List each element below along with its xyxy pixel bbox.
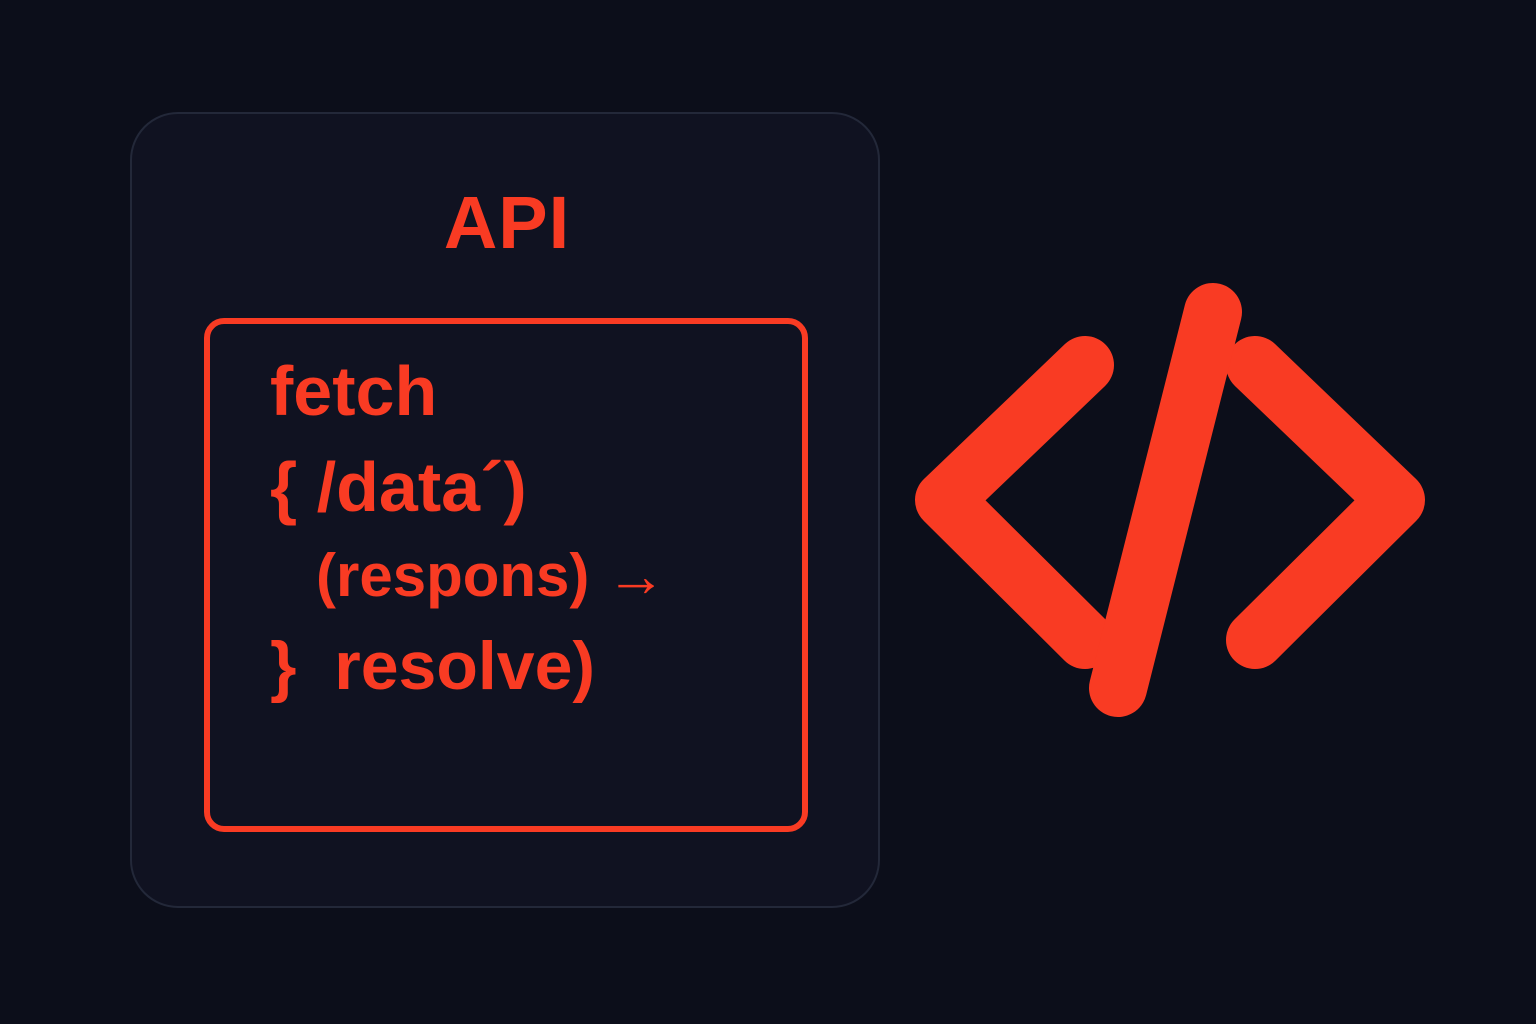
code-box: fetch { /data´) (respons) → } resolve)	[204, 318, 808, 832]
code-line-2: { /data´)	[270, 448, 527, 526]
left-chevron-icon	[915, 336, 1114, 669]
code-line-4: } resolve)	[270, 628, 596, 704]
code-line-3: (respons) →	[316, 542, 667, 609]
api-title: API	[443, 181, 571, 264]
right-chevron-icon	[1226, 336, 1425, 669]
diagonal-slash-icon	[1089, 283, 1242, 717]
code-line-1: fetch	[270, 352, 438, 430]
api-card: API fetch { /data´) (respons) → } resolv…	[130, 112, 880, 908]
code-brackets-icon-svg	[915, 283, 1425, 717]
code-line-list: fetch { /data´) (respons) → } resolve)	[210, 356, 802, 700]
code-brackets-icon	[890, 255, 1450, 755]
